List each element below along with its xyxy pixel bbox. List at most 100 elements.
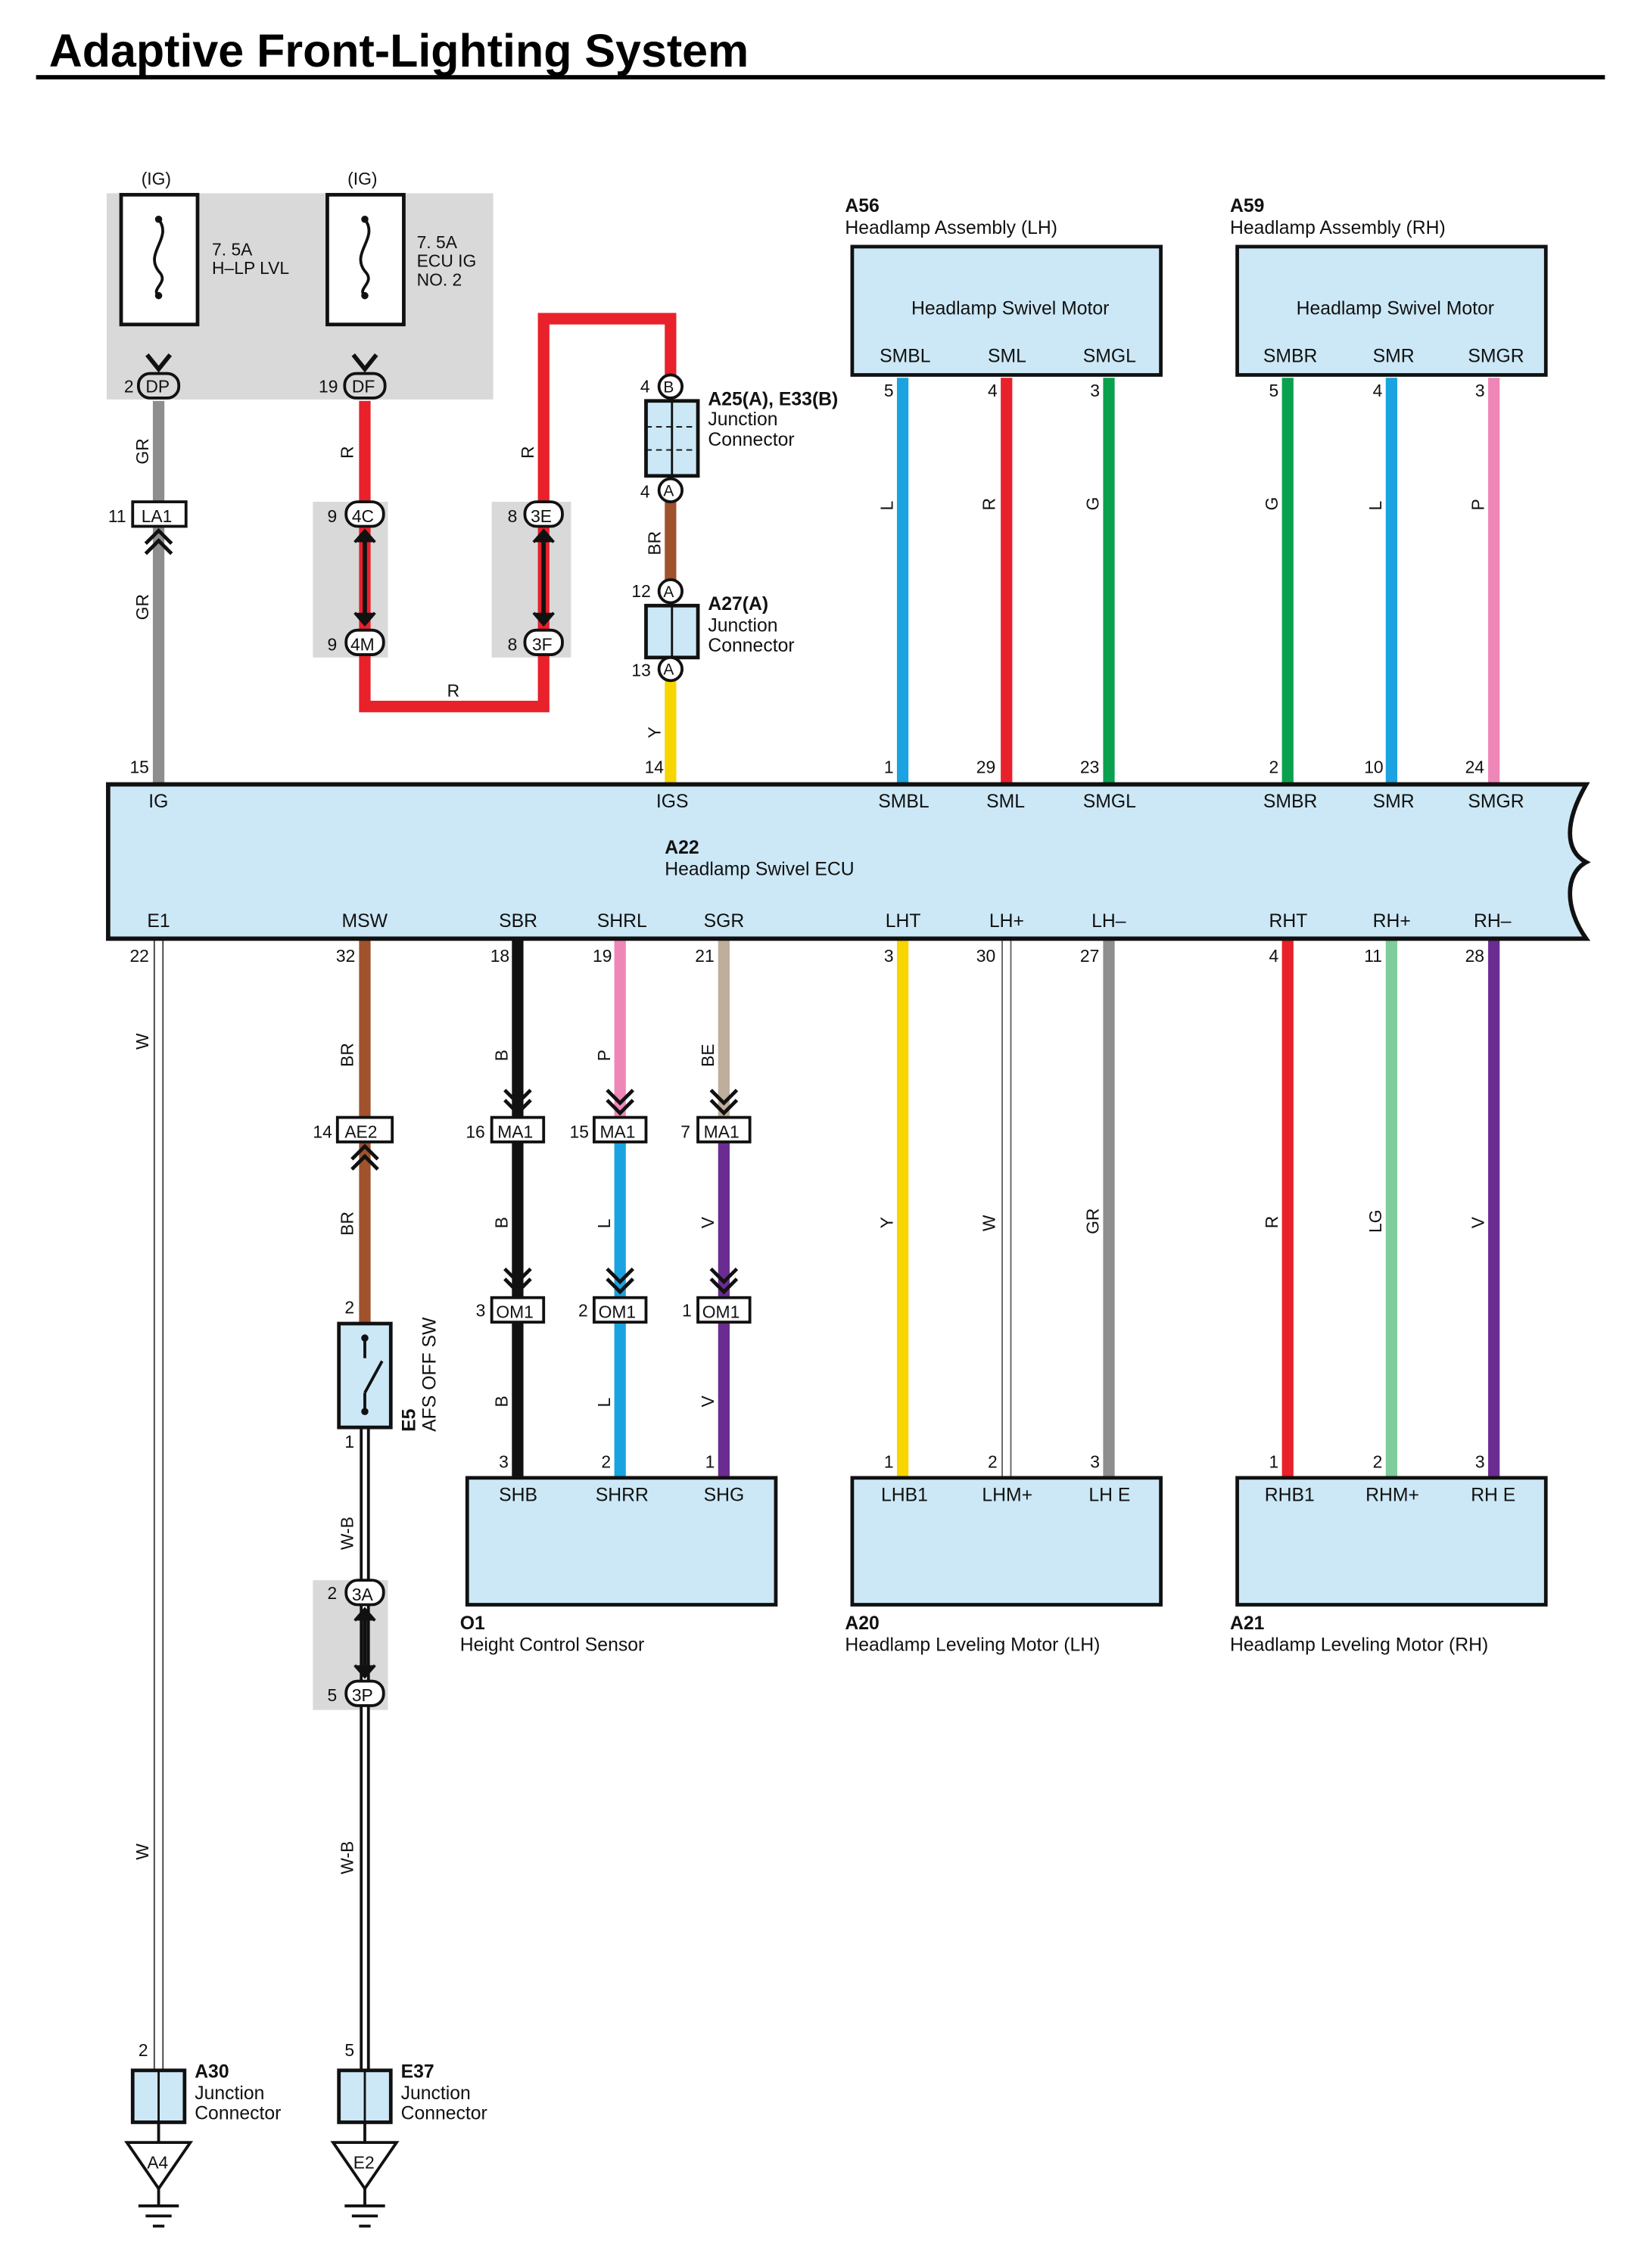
svg-text:V: V (698, 1216, 718, 1228)
svg-text:L: L (1365, 501, 1385, 511)
svg-text:A: A (663, 583, 674, 601)
svg-text:4: 4 (1373, 381, 1383, 400)
svg-text:3: 3 (884, 946, 894, 966)
connector-la1: 11 LA1 (108, 500, 188, 555)
connector-3e-3f: 8 3E 8 3F (508, 500, 564, 656)
svg-text:1: 1 (1269, 1452, 1278, 1472)
svg-text:32: 32 (336, 946, 355, 966)
svg-text:DF: DF (352, 376, 375, 396)
svg-text:2: 2 (988, 1452, 998, 1472)
connector-ae2: 14 AE2 (313, 1115, 394, 1171)
svg-text:SHG: SHG (704, 1485, 745, 1505)
svg-text:3E: 3E (531, 506, 552, 526)
svg-text:14: 14 (645, 757, 665, 776)
svg-text:W: W (132, 1843, 152, 1860)
svg-text:4: 4 (1269, 946, 1278, 966)
svg-text:E2: E2 (353, 2152, 375, 2172)
svg-text:27: 27 (1080, 946, 1099, 966)
svg-text:8: 8 (508, 506, 518, 526)
svg-text:MA1: MA1 (600, 1122, 636, 1141)
svg-text:A56: A56 (845, 196, 879, 216)
svg-text:G: G (1262, 497, 1281, 511)
svg-text:30: 30 (976, 946, 995, 966)
svg-text:Headlamp Swivel ECU: Headlamp Swivel ECU (665, 860, 854, 880)
svg-text:3P: 3P (352, 1685, 373, 1705)
svg-text:3: 3 (1090, 381, 1100, 400)
svg-text:15: 15 (570, 1122, 589, 1141)
svg-text:SML: SML (988, 346, 1026, 366)
svg-text:R: R (518, 446, 537, 459)
page-title: Adaptive Front-Lighting System (49, 25, 749, 76)
svg-text:R: R (447, 680, 460, 700)
svg-text:5: 5 (1269, 381, 1278, 400)
svg-text:SHRR: SHRR (596, 1485, 649, 1505)
svg-text:Connector: Connector (401, 2104, 487, 2124)
svg-text:E1: E1 (147, 911, 170, 932)
svg-text:2: 2 (1269, 757, 1278, 776)
svg-text:12: 12 (631, 581, 650, 601)
svg-text:OM1: OM1 (599, 1302, 637, 1321)
svg-text:2: 2 (139, 2040, 148, 2060)
svg-text:R: R (1262, 1216, 1281, 1229)
svg-text:11: 11 (1364, 946, 1382, 966)
svg-text:LH E: LH E (1088, 1485, 1130, 1505)
svg-text:21: 21 (695, 946, 714, 966)
svg-text:R: R (979, 498, 999, 511)
headlamp-assembly-lh: A56 Headlamp Assembly (LH) Headlamp Swiv… (845, 196, 1163, 400)
svg-text:3: 3 (1475, 381, 1485, 400)
svg-text:8: 8 (508, 634, 518, 654)
svg-text:Headlamp Swivel Motor: Headlamp Swivel Motor (911, 298, 1109, 319)
svg-text:V: V (1468, 1216, 1487, 1228)
svg-text:SBR: SBR (499, 911, 537, 932)
svg-text:G: G (1083, 497, 1103, 511)
svg-text:SMGL: SMGL (1083, 346, 1136, 366)
svg-text:3: 3 (1090, 1452, 1100, 1472)
svg-text:Connector: Connector (195, 2104, 281, 2124)
svg-text:1: 1 (884, 757, 894, 776)
svg-text:RH+: RH+ (1373, 911, 1411, 932)
svg-text:SHB: SHB (499, 1485, 537, 1505)
svg-text:RHB1: RHB1 (1265, 1485, 1315, 1505)
svg-text:3: 3 (476, 1300, 486, 1320)
connector-ma1-row: 16 MA1 15 MA1 7 MA1 (466, 1088, 752, 1143)
svg-text:Headlamp Leveling Motor (RH): Headlamp Leveling Motor (RH) (1230, 1635, 1488, 1655)
junction-connector-a27: 12 A 13 A A27(A) Junction Connector (631, 578, 795, 683)
headlamp-leveling-motor-rh: 1 2 3 RHB1 RHM+ RH E A21 Headlamp Leveli… (1230, 1452, 1548, 1655)
svg-text:Headlamp Leveling Motor (LH): Headlamp Leveling Motor (LH) (845, 1635, 1100, 1655)
svg-text:Y: Y (877, 1217, 896, 1228)
svg-text:4: 4 (640, 376, 650, 396)
svg-text:AFS OFF SW: AFS OFF SW (419, 1317, 440, 1432)
svg-text:LHM+: LHM+ (982, 1485, 1032, 1505)
svg-text:L: L (594, 1219, 614, 1229)
svg-text:LH+: LH+ (989, 911, 1024, 932)
svg-text:RHM+: RHM+ (1365, 1485, 1419, 1505)
connector-4c-4m: 9 4C 9 4M (327, 500, 385, 656)
svg-text:A20: A20 (845, 1613, 879, 1634)
svg-text:GR: GR (1083, 1209, 1103, 1234)
svg-text:2: 2 (601, 1452, 611, 1472)
fuse-supply-label: (IG) (142, 169, 171, 188)
svg-text:SMGR: SMGR (1468, 346, 1524, 366)
svg-text:P: P (594, 1050, 614, 1061)
svg-text:V: V (698, 1395, 718, 1408)
fuse-rating: 7. 5A (417, 232, 458, 252)
svg-text:Height Control Sensor: Height Control Sensor (460, 1635, 645, 1655)
svg-text:14: 14 (313, 1122, 332, 1141)
svg-text:3: 3 (499, 1452, 509, 1472)
svg-text:W: W (132, 1033, 152, 1050)
svg-text:9: 9 (327, 506, 337, 526)
svg-text:E5: E5 (400, 1408, 420, 1432)
svg-text:3: 3 (1475, 1452, 1485, 1472)
svg-text:4M: 4M (350, 634, 375, 654)
svg-text:Junction: Junction (708, 616, 777, 636)
svg-text:BR: BR (645, 531, 665, 555)
svg-text:3A: 3A (352, 1585, 374, 1604)
svg-text:3F: 3F (532, 634, 553, 654)
svg-text:GR: GR (132, 438, 152, 464)
svg-text:SMR: SMR (1373, 792, 1415, 812)
svg-text:B: B (492, 1395, 512, 1407)
svg-text:DP: DP (145, 376, 170, 396)
svg-text:13: 13 (631, 661, 650, 680)
svg-text:W-B: W-B (338, 1517, 357, 1550)
svg-text:MA1: MA1 (497, 1122, 533, 1141)
